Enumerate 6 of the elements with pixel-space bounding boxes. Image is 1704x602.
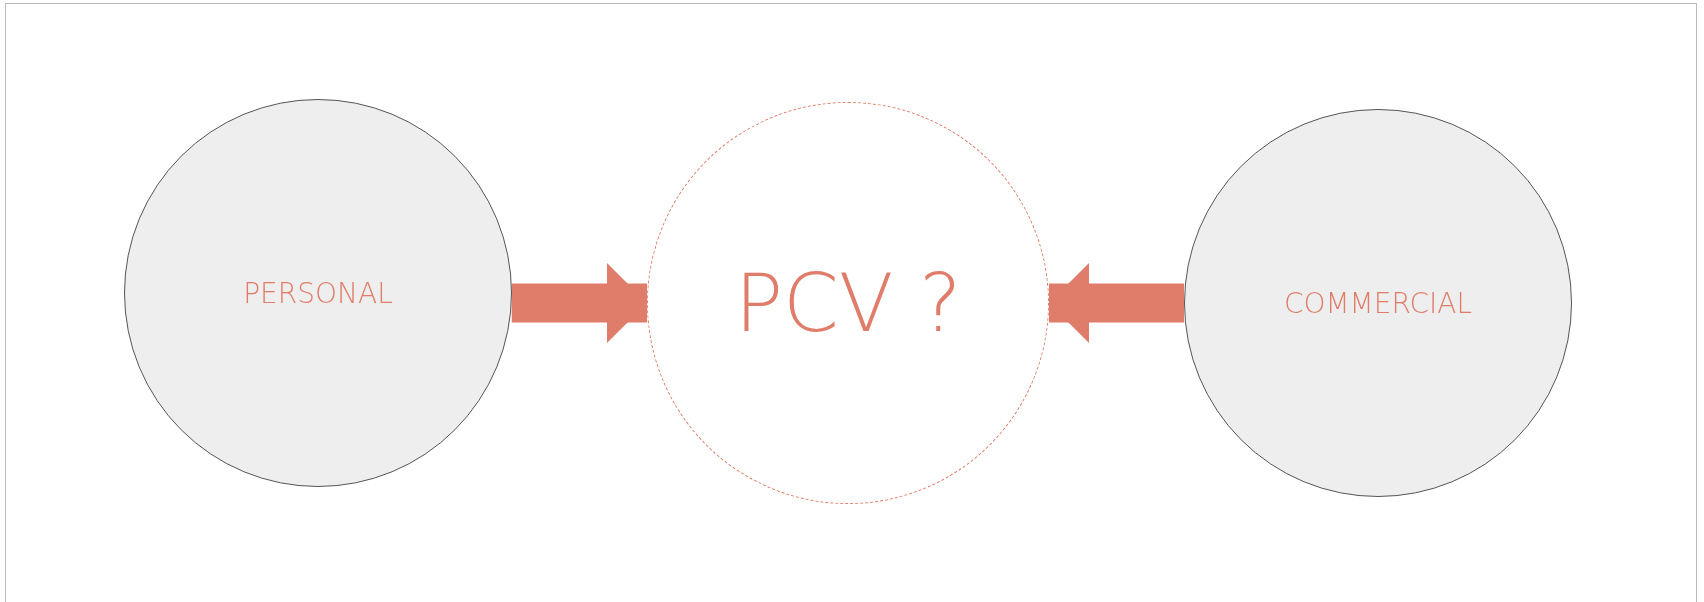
node-label: PCV ? [734,256,962,350]
node-label: COMMERCIAL [1283,286,1473,320]
thick-arrow [511,263,647,343]
node-label: PERSONAL [243,276,393,310]
thick-arrow [1049,263,1184,343]
dashed-circle-node [647,102,1049,504]
